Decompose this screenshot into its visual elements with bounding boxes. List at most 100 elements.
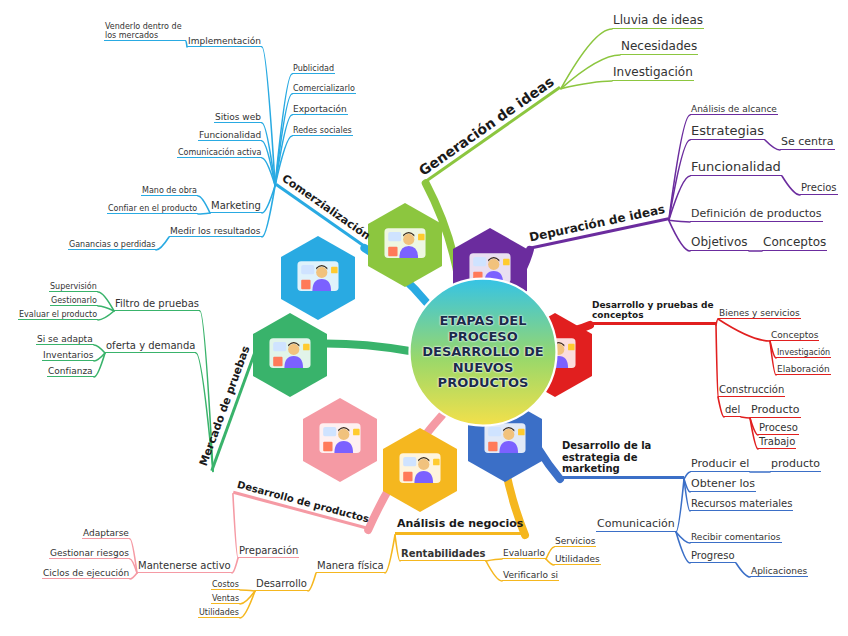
leaf-label: Se centra [780,136,835,150]
leaf-label: Ciclos de ejecución [42,568,130,579]
leaf-label: Servicios [554,536,596,547]
leaf-label: Utilidades [198,608,240,618]
leaf-label: Sitios web [214,112,262,123]
leaf-label: Progreso [690,550,736,563]
leaf-label: Precios [800,182,838,195]
branch-title: Mercado de pruebas [197,343,257,471]
branch-title-text: Comerzialización [280,172,373,243]
leaf-label: Proceso [758,422,799,435]
leaf-line [232,558,238,573]
branch-title-text: Generación de ideas [416,73,557,178]
leaf-label: Confianza [47,366,94,377]
leaf-label: Verificarlo si [502,570,559,581]
center-text: ETAPAS DEL PROCESO DESARROLLO DE NUEVOS … [421,313,545,391]
leaf-line [669,140,690,220]
leaf-line [262,123,275,186]
branch-title-text: Desarrollo y pruebas de conceptos [592,300,714,320]
leaf-line [750,471,770,473]
leaf-label: Redes sociales [292,126,353,136]
leaf-label: Rentabilidades [400,548,486,561]
leaf-label: Aplicaciones [750,566,808,577]
leaf-label: oferta y demanda [105,340,196,353]
leaf-label: Conceptos [762,236,827,251]
leaf-label: Utilidades [554,554,601,565]
leaf-line [262,186,275,238]
leaf-line [749,250,762,252]
leaf-label: Bienes y servicios [718,308,801,319]
leaf-label: Funcionalidad [198,130,262,141]
leaf-line [718,319,770,341]
leaf-line [486,561,502,581]
leaf-label: Filtro de pruebas [114,298,200,311]
leaf-label: Desarrollo [255,578,308,591]
leaf-line [98,292,114,311]
leaf-line [198,213,210,214]
branch-title-text: Depuración de ideas [528,202,666,244]
leaf-line [546,547,554,559]
center-circle: ETAPAS DEL PROCESO DESARROLLO DE NUEVOS … [408,277,558,427]
leaf-label: Inventarios [42,350,94,361]
leaf-line [275,94,292,186]
leaf-line [240,591,255,618]
leaf-label: Conceptos [770,330,819,341]
leaf-label: Análisis de alcance [690,104,778,115]
leaf-line [130,539,137,573]
leaf-label: Recibir comentarios [690,532,782,543]
leaf-label: Exportación [292,104,348,115]
leaf-label: Gestionarlo [50,296,98,306]
leaf-line [782,176,800,195]
leaf-line [669,115,690,220]
leaf-line [156,237,169,250]
leaf-line [262,158,275,186]
branch-title: Desarrollo de la estrategia de marketing [560,440,684,479]
leaf-label: Comunicación [596,518,676,532]
branch-title: Análisis de negocios [395,518,525,535]
leaf-line [716,319,718,325]
leaf-line [94,345,105,353]
leaf-line [98,311,114,320]
leaf-label: Si se adapta [36,334,94,345]
leaf-label: Confiar en el producto [107,204,198,214]
leaf-line [561,81,612,89]
leaf-label: Obtener los [690,478,756,492]
leaf-label: Lluvia de ideas [612,14,704,29]
leaf-label: Producto [750,404,801,418]
leaf-label: Evaluarlo [502,548,546,559]
leaf-line [765,140,780,150]
branch-title: Depuración de ideas [526,203,669,250]
leaf-line [130,559,137,573]
leaf-label: del [724,404,741,417]
branch-title: Desarrollo de productos [233,478,372,529]
leaf-label: Investigación [776,348,831,358]
leaf-label: Ventas [211,594,240,604]
leaf-label: Supervisión [49,282,98,292]
leaf-label: Necesidades [620,40,698,55]
leaf-line [736,563,750,577]
leaf-line [240,590,255,591]
leaf-label: Producir el [690,458,750,472]
leaf-label: Comunicación activa [177,148,262,158]
leaf-line [669,220,690,222]
leaf-label: Medir los resultados [169,226,262,237]
leaf-label: Elaboración [776,364,831,375]
leaf-label: Adaptarse [82,528,130,539]
leaf-line [198,196,210,213]
leaf-line [385,535,395,573]
leaf-label: Definición de productos [690,208,823,222]
leaf-label: Mantenerse activo [137,560,232,573]
leaf-label: Costos [211,580,240,590]
leaf-label: Recursos materiales [690,498,793,511]
leaf-label: Implementación [187,36,262,47]
leaf-label: Manera física [316,560,385,573]
leaf-label: Estrategias [690,124,765,140]
leaf-label: Publicidad [292,64,335,74]
leaf-line [669,176,690,220]
leaf-label: Funcionalidad [690,160,782,176]
leaf-line [676,532,690,563]
hexagon-pictures [253,203,592,512]
leaf-line [676,479,684,532]
leaf-label: Construcción [718,384,785,397]
branch-title-text: Mercado de pruebas [197,344,253,467]
leaf-line [275,74,292,186]
